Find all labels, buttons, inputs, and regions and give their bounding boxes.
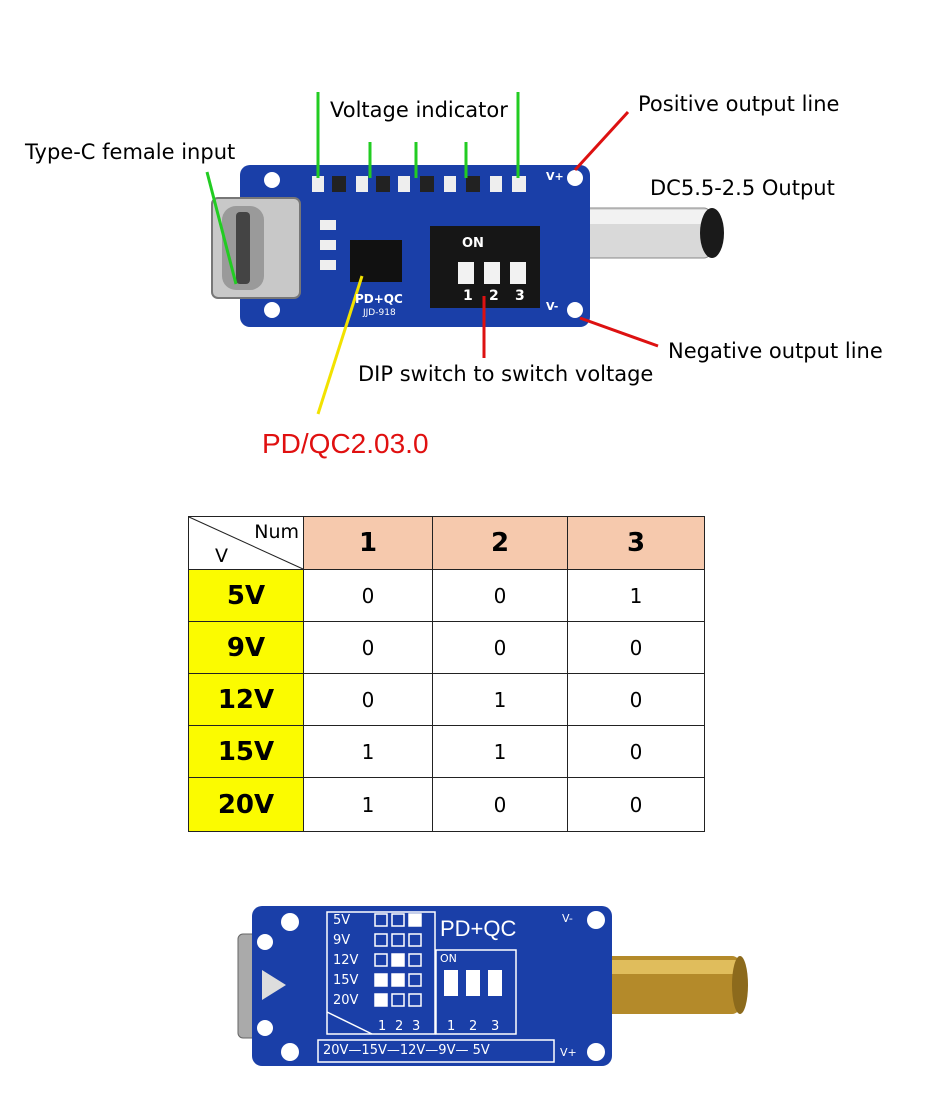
protocol-label: PD/QC2.03.0: [262, 428, 429, 459]
grid-12v: 12V: [333, 953, 359, 968]
value-cell: 0: [432, 569, 568, 622]
value-cell: 1: [432, 673, 568, 726]
voltage-cell: 20V: [188, 777, 304, 832]
bottom-dip-2: 2: [469, 1019, 478, 1034]
bottom-dip-1: 1: [447, 1019, 456, 1034]
play-triangle-icon: [262, 970, 286, 1000]
bottom-voltage-scale: 20V—15V—12V—9V— 5V: [323, 1043, 490, 1058]
voltage-indicator-arrows: [205, 92, 520, 285]
dc-barrel-plug: [539, 199, 724, 267]
voltage-cell: 15V: [188, 725, 304, 778]
vminus-silkscreen: V-: [546, 300, 559, 313]
dip-switch-label: DIP switch to switch voltage: [358, 362, 654, 386]
dc-output-label: DC5.5-2.5 Output: [650, 176, 835, 200]
value-cell: 0: [303, 673, 433, 726]
value-cell: 1: [303, 777, 433, 832]
value-cell: 1: [567, 569, 705, 622]
value-cell: 0: [567, 621, 705, 674]
pd-qc-chip: [350, 240, 402, 282]
table-row: 15V 1 1 0: [188, 725, 705, 778]
grid-5v: 5V: [333, 913, 351, 928]
bottom-dip-3: 3: [491, 1019, 500, 1034]
bottom-dip-on: ON: [440, 952, 457, 965]
voltage-cell: 5V: [188, 569, 304, 622]
voltage-dip-table: Num V 1 2 3 5V 0 0 1 9V 0 0 0 12V 0 1 0 …: [188, 516, 705, 832]
chip-silkscreen: PD+QC: [355, 292, 403, 306]
dip-num-3: 3: [515, 288, 525, 304]
col-header-2: 2: [432, 516, 568, 570]
top-board-illustration: [205, 92, 724, 415]
vplus-silkscreen: V+: [546, 170, 564, 183]
value-cell: 0: [303, 621, 433, 674]
dip-num-1: 1: [463, 288, 473, 304]
grid-col-1: 1: [378, 1019, 387, 1034]
col-header-3: 3: [567, 516, 705, 570]
table-row: 5V 0 0 1: [188, 569, 705, 622]
grid-col-3: 3: [412, 1019, 421, 1034]
negative-output-label: Negative output line: [668, 339, 883, 363]
corner-v-label: V: [215, 545, 228, 567]
bottom-vplus: V+: [560, 1046, 577, 1059]
table-header-row: Num V 1 2 3: [188, 516, 705, 570]
value-cell: 0: [303, 569, 433, 622]
corner-num-label: Num: [254, 521, 299, 543]
value-cell: 0: [432, 777, 568, 832]
bottom-vminus: V-: [562, 912, 573, 925]
grid-15v: 15V: [333, 973, 359, 988]
grid-col-2: 2: [395, 1019, 404, 1034]
grid-9v: 9V: [333, 933, 351, 948]
table-row: 12V 0 1 0: [188, 673, 705, 726]
value-cell: 1: [303, 725, 433, 778]
value-cell: 1: [432, 725, 568, 778]
grid-20v: 20V: [333, 993, 359, 1008]
dip-num-2: 2: [489, 288, 499, 304]
table-row: 9V 0 0 0: [188, 621, 705, 674]
led-row: [312, 176, 526, 192]
value-cell: 0: [567, 777, 705, 832]
positive-output-label: Positive output line: [638, 92, 840, 116]
red-arrows: [482, 110, 659, 358]
voltage-cell: 12V: [188, 673, 304, 726]
model-silkscreen: JJD-918: [363, 308, 396, 318]
dip-switch: [430, 226, 540, 308]
voltage-grid: [374, 913, 422, 1007]
voltage-cell: 9V: [188, 621, 304, 674]
bottom-pcb: [252, 906, 612, 1066]
type-c-input-label: Type-C female input: [25, 140, 236, 164]
bottom-board-illustration: [237, 906, 748, 1066]
bottom-chip-label: PD+QC: [440, 916, 517, 941]
table-row: 20V 1 0 0: [188, 777, 705, 832]
voltage-indicator-label: Voltage indicator: [330, 98, 508, 122]
protocol-arrow: [316, 275, 364, 415]
value-cell: 0: [567, 673, 705, 726]
value-cell: 0: [567, 725, 705, 778]
col-header-1: 1: [303, 516, 433, 570]
table-corner-cell: Num V: [188, 516, 304, 570]
value-cell: 0: [432, 621, 568, 674]
dip-on-label: ON: [462, 236, 484, 251]
